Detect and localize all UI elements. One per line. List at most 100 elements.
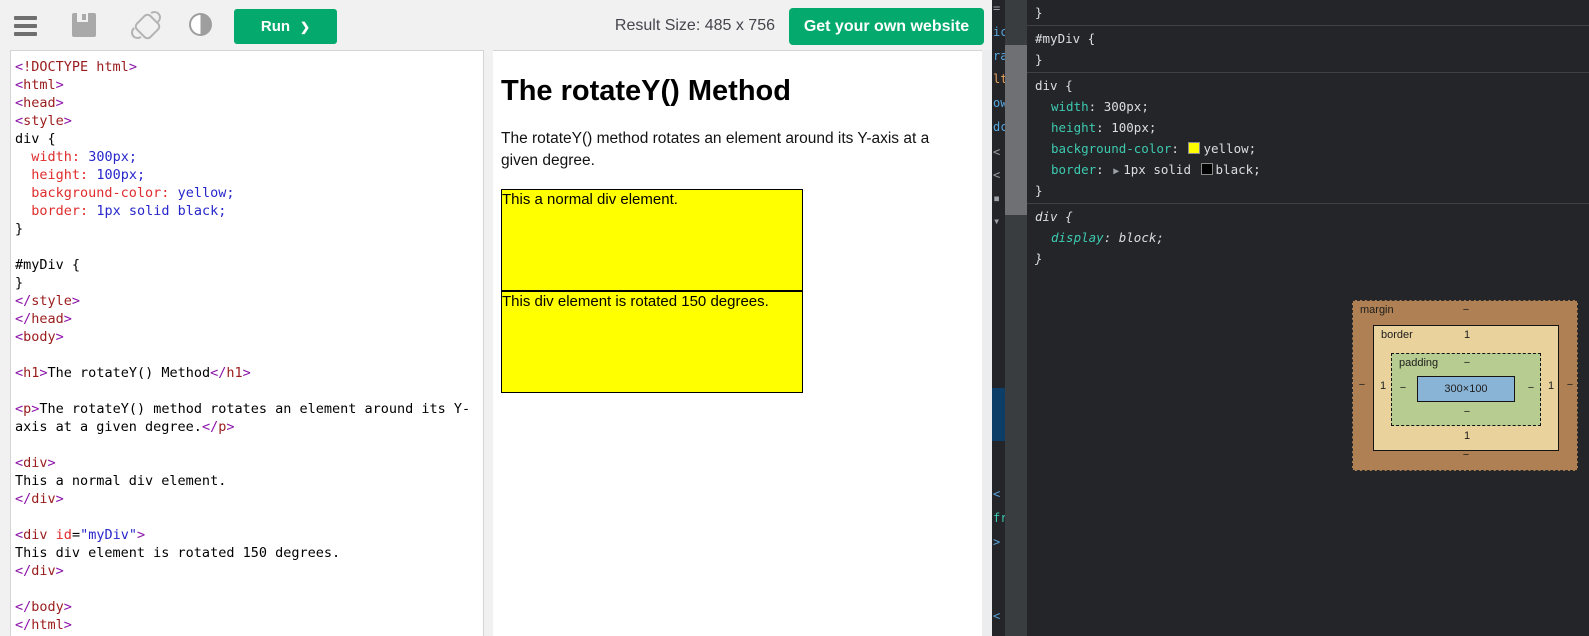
code-token: The rotateY() method rotates an element … <box>39 401 471 417</box>
box-model-margin[interactable]: margin − − − − border 1 1 1 1 padding − … <box>1352 300 1578 471</box>
margin-right-value[interactable]: − <box>1566 379 1574 391</box>
code-token: h1 <box>23 365 40 381</box>
color-swatch[interactable] <box>1200 163 1213 175</box>
code-line: <body> <box>15 328 483 346</box>
border-label: border <box>1381 329 1413 341</box>
scrollbar-thumb[interactable] <box>1005 45 1027 215</box>
code-token: > <box>226 419 235 435</box>
css-selector[interactable]: div { <box>1035 78 1073 93</box>
result-scroll-gutter[interactable] <box>982 50 992 636</box>
code-line: <head> <box>15 94 483 112</box>
code-token: body <box>31 599 64 615</box>
code-token: The rotateY() Method <box>47 365 211 381</box>
result-heading: The rotateY() Method <box>501 75 791 107</box>
code-line: <p>The rotateY() method rotates an eleme… <box>15 400 483 418</box>
css-declaration[interactable]: display: block; <box>1051 230 1164 245</box>
padding-left-value[interactable]: − <box>1399 382 1407 394</box>
box-model-padding[interactable]: padding − − − − 300×100 <box>1391 353 1541 426</box>
border-top-value[interactable]: 1 <box>1463 329 1471 341</box>
css-declaration[interactable]: border: ▶1px solid black; <box>1051 162 1261 177</box>
code-token: < <box>15 59 24 75</box>
code-line: <!DOCTYPE html> <box>15 58 483 76</box>
run-button-label: Run <box>260 18 291 35</box>
element-tree-fragment[interactable]: ▾ <box>993 214 1001 228</box>
code-token: yellow; <box>177 185 235 201</box>
element-tree-fragment[interactable]: < <box>993 487 1001 501</box>
css-selector[interactable]: #myDiv { <box>1035 31 1096 46</box>
code-token: > <box>242 365 251 381</box>
code-token: < <box>15 401 24 417</box>
element-tree-fragment[interactable]: fr <box>993 511 1005 525</box>
code-line: div { <box>15 130 483 148</box>
code-token: width: <box>31 149 81 165</box>
code-token: > <box>39 365 48 381</box>
border-left-value[interactable]: 1 <box>1379 380 1387 392</box>
code-token: > <box>55 491 64 507</box>
code-token: > <box>63 311 72 327</box>
element-tree-fragment[interactable]: < <box>993 168 1001 182</box>
code-line: } <box>15 220 483 238</box>
padding-right-value[interactable]: − <box>1527 382 1535 394</box>
get-website-button[interactable]: Get your own website <box>789 8 984 45</box>
menu-icon[interactable] <box>14 12 37 40</box>
code-line: background-color: yellow; <box>15 184 483 202</box>
code-token: html <box>23 77 56 93</box>
element-tree-fragment[interactable]: lt <box>993 72 1005 86</box>
devtools-scrollbar[interactable] <box>1005 0 1027 636</box>
dark-mode-icon[interactable] <box>189 13 212 36</box>
box-model-content[interactable]: 300×100 <box>1417 376 1515 402</box>
css-declaration[interactable]: background-color: yellow; <box>1051 141 1257 156</box>
rule-separator <box>1027 203 1589 204</box>
css-property-name: width <box>1051 99 1089 114</box>
rotate-layout-icon[interactable] <box>130 10 163 42</box>
css-declaration[interactable]: width: 300px; <box>1051 99 1149 114</box>
devtools-elements-panel[interactable]: = ic ra lt ow dc < < ▪ ▾ < fr > < <box>992 0 1005 636</box>
code-token: 300px; <box>88 149 137 165</box>
margin-top-value[interactable]: − <box>1462 304 1470 316</box>
code-line: </style> <box>15 292 483 310</box>
code-line: </body> <box>15 598 483 616</box>
code-token: style <box>23 113 64 129</box>
element-tree-fragment[interactable]: < <box>993 609 1001 623</box>
shorthand-expand-icon[interactable]: ▶ <box>1113 166 1120 177</box>
code-line <box>15 346 483 364</box>
code-token: div <box>23 455 48 471</box>
element-tree-fragment[interactable]: ic <box>993 25 1005 39</box>
element-tree-fragment[interactable]: ow <box>993 96 1005 110</box>
code-token: p <box>23 401 32 417</box>
element-tree-fragment[interactable]: > <box>993 535 1001 549</box>
code-token: </ <box>210 365 227 381</box>
code-line <box>15 436 483 454</box>
border-right-value[interactable]: 1 <box>1547 380 1555 392</box>
code-token: p <box>218 419 227 435</box>
code-editor-pane[interactable]: <!DOCTYPE html><html><head><style>div { … <box>10 50 484 636</box>
code-token: div { <box>15 131 56 147</box>
element-tree-fragment[interactable]: = <box>993 1 1001 15</box>
padding-top-value[interactable]: − <box>1463 357 1471 369</box>
code-line: This div element is rotated 150 degrees. <box>15 544 483 562</box>
padding-bottom-value[interactable]: − <box>1463 406 1471 418</box>
border-bottom-value[interactable]: 1 <box>1463 430 1471 442</box>
code-token: background-color: <box>31 185 170 201</box>
code-token: </ <box>15 491 32 507</box>
box-model-border[interactable]: border 1 1 1 1 padding − − − − 300×100 <box>1373 325 1559 451</box>
element-tree-fragment[interactable]: ▪ <box>993 191 1001 205</box>
css-selector[interactable]: div { <box>1035 209 1073 224</box>
color-swatch[interactable] <box>1188 142 1201 154</box>
result-normal-div: This a normal div element. <box>501 188 803 291</box>
element-tree-fragment[interactable]: ra <box>993 49 1005 63</box>
element-tree-fragment[interactable]: < <box>993 145 1001 159</box>
css-property-name: background-color <box>1051 141 1172 156</box>
css-property-value: yellow <box>1203 141 1249 156</box>
save-icon[interactable] <box>72 13 96 37</box>
margin-bottom-value[interactable]: − <box>1462 449 1470 461</box>
css-rule-close: } <box>1035 251 1043 266</box>
code-line <box>15 382 483 400</box>
code-token: </ <box>15 311 32 327</box>
margin-left-value[interactable]: − <box>1358 379 1366 391</box>
element-tree-fragment[interactable]: dc <box>993 120 1005 134</box>
code-token: 1px solid black; <box>96 203 227 219</box>
css-declaration[interactable]: height: 100px; <box>1051 120 1157 135</box>
code-line <box>15 580 483 598</box>
run-button[interactable]: Run ❯ <box>234 9 337 44</box>
